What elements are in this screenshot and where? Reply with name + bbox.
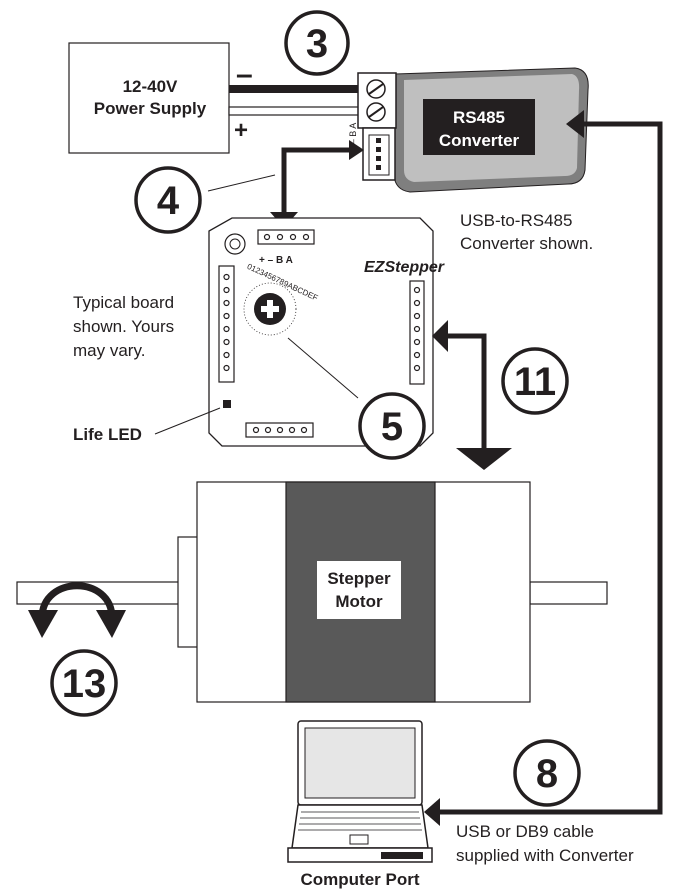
life-led-label: Life LED xyxy=(73,425,142,444)
board-outline xyxy=(208,217,434,447)
step-5-number: 5 xyxy=(381,405,403,449)
board-name: EZStepper xyxy=(364,259,445,276)
step-11-circle xyxy=(501,347,569,415)
cable-note-line1: USB or DB9 cable xyxy=(456,822,594,841)
left-header xyxy=(218,265,235,383)
ezstepper-board: + – B A EZStepper 0123456789ABCDEF xyxy=(208,217,445,447)
rotation-arrow xyxy=(28,582,126,638)
step-5: 5 xyxy=(358,392,426,460)
converter-label-plate xyxy=(423,99,535,155)
motor-label-line1: Stepper xyxy=(327,569,391,588)
motor-label-line2: Motor xyxy=(335,592,383,611)
power-supply-voltage: 12-40V xyxy=(123,77,178,96)
rs485-link-arrow xyxy=(270,140,364,228)
step-3: 3 xyxy=(284,10,350,76)
computer-port-label: Computer Port xyxy=(301,870,420,889)
converter-note-line2: Converter shown. xyxy=(460,234,593,253)
rotation-arrowhead-left xyxy=(28,610,58,638)
laptop-port xyxy=(381,852,423,859)
board-note-line1: Typical board xyxy=(73,293,174,312)
step-13: 13 xyxy=(50,649,118,717)
laptop-trackpad xyxy=(349,834,369,845)
step-3-circle xyxy=(284,10,350,76)
step-5-circle xyxy=(358,392,426,460)
converter-title-line1: RS485 xyxy=(453,108,505,127)
step-3-number: 3 xyxy=(306,22,328,66)
life-led xyxy=(223,400,231,408)
arrowhead-to-computer xyxy=(424,798,440,826)
motor-link-arrow xyxy=(432,320,512,470)
motor-shaft-right xyxy=(529,581,608,605)
step-5-leader xyxy=(287,337,359,399)
step-8-circle xyxy=(513,739,581,807)
laptop-screen xyxy=(304,727,416,799)
step-4-circle xyxy=(134,166,202,234)
connector-pin-labels: + – B A xyxy=(348,123,358,152)
step-4-leader xyxy=(207,174,276,192)
cable-note-line2: supplied with Converter xyxy=(456,846,634,865)
power-supply: 12-40V Power Supply – + xyxy=(68,42,253,154)
power-supply-box xyxy=(68,42,230,154)
bottom-header xyxy=(245,422,314,438)
step-8-number: 8 xyxy=(536,752,558,796)
step-13-circle xyxy=(50,649,118,717)
board-note-line3: may vary. xyxy=(73,341,145,360)
positive-terminal-sign: + xyxy=(234,117,248,144)
negative-wire xyxy=(229,85,369,93)
motor-flange xyxy=(177,536,199,648)
arrowhead-to-converter-usb xyxy=(566,110,584,138)
converter-note-line1: USB-to-RS485 xyxy=(460,211,572,230)
step-11: 11 xyxy=(501,347,569,415)
negative-terminal-sign: – xyxy=(236,58,253,91)
step-13-number: 13 xyxy=(62,662,107,706)
rotation-arrowhead-right xyxy=(96,610,126,638)
arrowhead-to-motor xyxy=(456,448,512,470)
motor-label-plate xyxy=(317,561,401,619)
stepper-motor: Stepper Motor xyxy=(16,481,608,703)
power-wires xyxy=(228,85,370,116)
step-11-number: 11 xyxy=(514,360,556,404)
life-led-leader xyxy=(154,407,221,435)
converter-title-line2: Converter xyxy=(439,131,520,150)
step-4: 4 xyxy=(134,166,202,234)
header-pin-labels: + – B A xyxy=(259,255,293,266)
board-note-line2: shown. Yours xyxy=(73,317,174,336)
top-header xyxy=(257,229,315,245)
step-8: 8 xyxy=(513,739,581,807)
rs485-converter: RS485 Converter + – B A xyxy=(348,67,589,193)
laptop xyxy=(287,720,433,863)
arrowhead-to-board-header xyxy=(432,320,448,352)
step-4-number: 4 xyxy=(157,179,180,223)
power-supply-title: Power Supply xyxy=(94,99,207,118)
right-header xyxy=(409,280,425,385)
arrowhead-to-converter xyxy=(349,140,364,160)
positive-wire xyxy=(228,106,370,116)
usb-cable-arrow xyxy=(424,110,663,826)
